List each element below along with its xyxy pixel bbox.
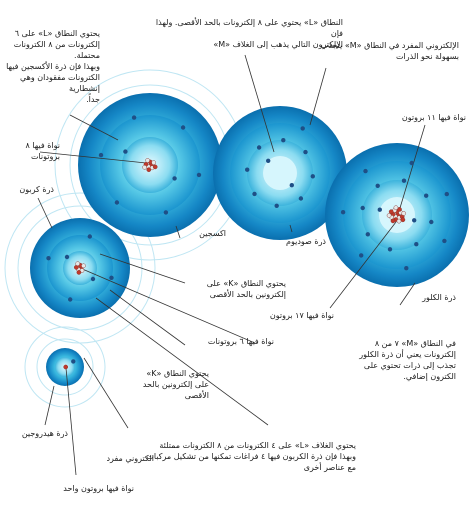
carbon-k-electron [64,254,70,260]
hydrogen-nucleus [63,364,68,370]
chlorine-m-electron [340,210,346,215]
chlorine-l-electron [424,193,429,198]
oxygen-l-electron [180,125,186,130]
oxygen-l-electron [114,200,120,205]
sodium-l-electron [252,191,257,197]
sodium-l-electron [245,167,250,172]
chlorine-k-electron [377,207,382,212]
sodium-atom [213,106,347,240]
oxygen-l-electron [196,172,202,178]
carbon-k-electron [90,276,96,282]
hydrogen-electron [71,359,76,364]
hydrogen-orbit-rings [24,326,106,408]
carbon-shell-k2-label: يحتوي النطاق «K» على إلكترونين بالحد الأ… [142,369,209,400]
carbon-name-label: ذرة كربون [19,185,54,194]
sodium-l-electron [281,138,286,143]
hydrogen-name-label: ذرة هيدروجين [21,429,68,438]
oxygen-l-electron [163,210,169,215]
carbon-shell-k-label: يحتوي النطاق «K» على إلكترونين بالحد الأ… [206,279,286,299]
sodium-l-electron [274,203,279,208]
nuclei [63,158,407,370]
chlorine-m-electron [359,253,364,258]
sodium-shell-l-label: النطاق «L» يحتوي على ٨ إلكترونات بالحد ا… [155,18,343,49]
chlorine-m-electron [442,238,447,244]
sodium-l-electron [310,174,315,179]
chlorine-l-electron [401,178,407,183]
sodium-l-electron [256,145,262,150]
carbon-l-electron [68,297,73,302]
sodium-k-electron [289,183,294,188]
chlorine-l-electron [375,183,380,188]
carbon-nucleus-label: نواة فيها ٦ بروتونات [207,337,274,346]
carbon-nucleus [74,261,86,275]
sodium-nucleus-label: نواة فيها ١١ بروتون [401,113,466,122]
carbon-shell-l-label: يحتوي الغلاف «L» على ٤ الكترونات من ٨ ال… [146,441,356,472]
oxygen-k-electron [172,176,177,181]
chlorine-nucleus-label: نواة فيها ١٧ بروتون [269,311,334,320]
sodium-l-electron [298,196,304,201]
chlorine-m-electron [363,168,368,174]
sodium-k-electron [266,158,271,163]
oxygen-l-electron [98,152,104,158]
oxygen-nucleus [142,158,158,172]
oxygen-k-electron [123,149,128,154]
chlorine-l-electron [429,219,434,225]
leader-lines [37,54,426,476]
sodium-name-label: ذرة صوديوم [286,237,326,246]
chlorine-name-label: ذرة الكلور [422,293,456,302]
oxygen-description: يحتوي النطاق «L» على ٦ إلكترونات من ٨ ال… [6,29,100,104]
oxygen-l-electron [131,115,137,120]
chlorine-m-electron [444,191,449,197]
chlorine-description: في النطاق «M» ٧ من ٨ إلكترونات يعني أن ذ… [359,339,456,381]
carbon-l-electron [87,234,93,239]
chlorine-l-electron [387,247,393,252]
sodium-shell-m-label: الإلكتروني المفرد في النطاق «M» ينجذب بس… [320,41,459,61]
chlorine-l-electron [414,242,419,247]
chlorine-nucleus [386,205,407,224]
electrons [46,115,449,364]
chlorine-m-electron [409,160,414,166]
hydrogen-electron-label: الكتروني مفرد [106,454,154,463]
hydrogen-nucleus-label: نواة فيها بروتون واحد [63,484,134,493]
oxygen-nucleus-label: نواة فيها ٨ بروتونات [25,141,60,161]
chlorine-l-electron [360,205,365,211]
sodium-l-electron [303,149,308,155]
chlorine-k-electron [412,218,417,223]
chlorine-l-electron [365,232,370,237]
sodium-m-electron [300,126,305,131]
carbon-l-electron [46,256,51,261]
chlorine-m-electron [404,266,409,271]
carbon-l-electron [109,275,114,280]
oxygen-name-label: اكسجين [199,229,226,238]
